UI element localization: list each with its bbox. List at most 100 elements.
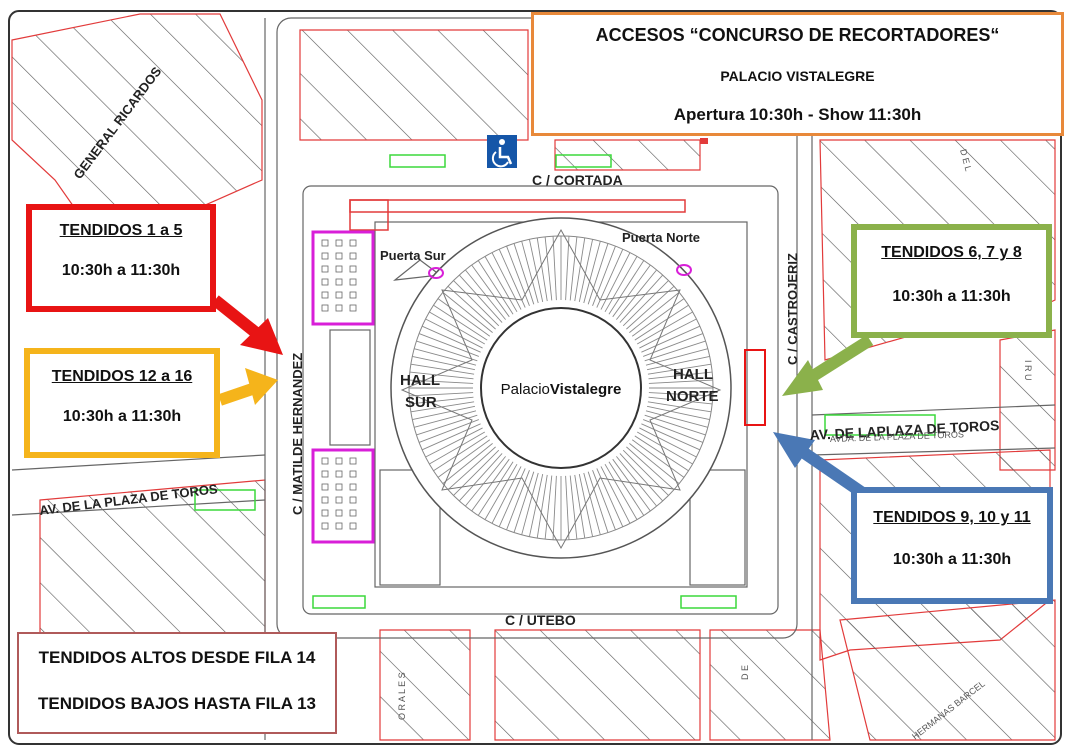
room-seat-cell bbox=[349, 457, 357, 465]
arena-seat-ray bbox=[421, 325, 481, 353]
arena-seat-ray bbox=[619, 453, 664, 502]
arena-seat-ray bbox=[565, 475, 570, 540]
room-seat-cell bbox=[349, 304, 357, 312]
arena-seat-ray bbox=[544, 236, 553, 301]
arena-seat-ray bbox=[409, 379, 474, 384]
arena-seat-ray bbox=[416, 414, 478, 436]
room-seat-cell bbox=[335, 304, 343, 312]
arena-seat-ray bbox=[552, 236, 557, 301]
arena-seat-ray bbox=[648, 392, 713, 397]
arena-seat-ray bbox=[600, 466, 631, 524]
room-seat-cell bbox=[349, 278, 357, 286]
arena-seat-ray bbox=[416, 340, 478, 362]
room-seat-cell bbox=[335, 496, 343, 504]
arena-seat-ray bbox=[574, 474, 586, 539]
arena-seat-ray bbox=[447, 446, 496, 491]
access-heading: TENDIDOS 1 a 5 bbox=[59, 222, 183, 239]
room-seat-cell bbox=[321, 278, 329, 286]
room-seat-cell bbox=[321, 304, 329, 312]
arena bbox=[390, 217, 732, 559]
arena-seat-ray bbox=[453, 280, 500, 327]
arena-seat-ray bbox=[608, 461, 645, 516]
arena-seat-ray bbox=[471, 458, 510, 512]
access-markers bbox=[194, 138, 936, 609]
street-plaza-toros-small: AVDA. DE LA PLAZA DE TOROS bbox=[830, 429, 964, 444]
logo-regular: Palacio bbox=[501, 381, 550, 398]
arena-seat-ray bbox=[629, 443, 680, 485]
street-castrojeriz: C / CASTROJERIZ bbox=[785, 253, 800, 365]
room-seat-cell bbox=[321, 457, 329, 465]
access-heading: TENDIDOS 9, 10 y 11 bbox=[873, 509, 1031, 526]
arena-seat-ray bbox=[544, 475, 553, 540]
logo-bold: Vistalegre bbox=[550, 381, 621, 398]
venue-name: PALACIO VISTALEGRE bbox=[720, 68, 875, 84]
arena-seat-ray bbox=[447, 285, 496, 330]
city-blocks bbox=[11, 13, 1056, 741]
room-seat-cell bbox=[335, 509, 343, 517]
arena-seat-ray bbox=[578, 239, 594, 303]
arena-seat-ray bbox=[642, 419, 704, 443]
street-orales: O R A L E S bbox=[397, 672, 407, 720]
arena-seat-ray bbox=[626, 285, 675, 330]
arena-seat-ray bbox=[641, 423, 701, 451]
arena-seat-ray bbox=[536, 474, 548, 539]
room-seat-cell bbox=[321, 239, 329, 247]
arena-seat-ray bbox=[433, 304, 488, 341]
arena-seat-ray bbox=[574, 237, 586, 302]
arena-seat-ray bbox=[513, 471, 535, 533]
arena-seat-ray bbox=[464, 269, 506, 320]
arena-seat-ray bbox=[409, 371, 474, 380]
room-seat-cell bbox=[321, 470, 329, 478]
arrow-red bbox=[211, 295, 283, 355]
room-seat-cell bbox=[321, 291, 329, 299]
arena-seat-ray bbox=[477, 260, 514, 315]
arena-seat-ray bbox=[513, 243, 535, 305]
arena-seat-ray bbox=[410, 363, 475, 375]
note-lower-seats: TENDIDOS BAJOS HASTA FILA 13 bbox=[37, 694, 316, 713]
street-cortada: C / CORTADA bbox=[532, 172, 623, 188]
arena-seat-ray bbox=[648, 379, 713, 384]
arena-seat-ray bbox=[583, 241, 601, 304]
arena-seat-ray bbox=[636, 431, 693, 465]
label-puerta-norte: Puerta Norte bbox=[622, 230, 700, 245]
event-title-box: ACCESOS “CONCURSO DE RECORTADORES“ PALAC… bbox=[531, 12, 1064, 136]
seating-notes-box: TENDIDOS ALTOS DESDE FILA 14 TENDIDOS BA… bbox=[17, 632, 337, 734]
arena-seat-ray bbox=[636, 311, 693, 345]
arena-seat-ray bbox=[631, 439, 685, 478]
arena-seat-ray bbox=[578, 473, 594, 537]
access-time: 10:30h a 11:30h bbox=[61, 262, 181, 279]
arena-seat-ray bbox=[552, 475, 557, 540]
arena-seat-ray bbox=[409, 396, 474, 405]
arena-seat-ray bbox=[453, 449, 500, 496]
street-matilde: C / MATILDE HERNANDEZ bbox=[290, 353, 305, 515]
arena-seat-ray bbox=[612, 458, 651, 512]
arena-seat-ray bbox=[592, 245, 616, 307]
room-seat-cell bbox=[349, 483, 357, 491]
room-seat-cell bbox=[335, 522, 343, 530]
arena-seat-ray bbox=[583, 472, 601, 535]
room-seat-cell bbox=[321, 496, 329, 504]
arena-seat-ray bbox=[648, 371, 713, 380]
arena-seat-ray bbox=[622, 449, 669, 496]
arena-logo: PalacioVistalegre bbox=[501, 381, 622, 398]
arena-seat-ray bbox=[604, 463, 638, 520]
arena-seat-ray bbox=[421, 423, 481, 451]
arena-seat-ray bbox=[644, 414, 706, 436]
arena-seat-ray bbox=[641, 325, 701, 353]
access-box-tendidos-9-11: TENDIDOS 9, 10 y 11 10:30h a 11:30h bbox=[851, 487, 1053, 604]
arena-seat-ray bbox=[569, 475, 578, 540]
arena-seat-ray bbox=[626, 446, 675, 491]
arena-seat-ray bbox=[528, 473, 544, 537]
room-seat-cell bbox=[321, 509, 329, 517]
access-heading: TENDIDOS 12 a 16 bbox=[51, 368, 193, 385]
room-seat-cell bbox=[349, 509, 357, 517]
room-seat-cell bbox=[349, 522, 357, 530]
wheelchair-access-icon bbox=[487, 135, 517, 168]
arrow-green bbox=[782, 334, 874, 396]
arena-seat-ray bbox=[442, 291, 493, 333]
label-hall-sur-1: HALL bbox=[400, 372, 440, 389]
room-seat-cell bbox=[349, 239, 357, 247]
access-time: 10:30h a 11:30h bbox=[892, 288, 1011, 305]
arena-seat-ray bbox=[587, 471, 609, 533]
